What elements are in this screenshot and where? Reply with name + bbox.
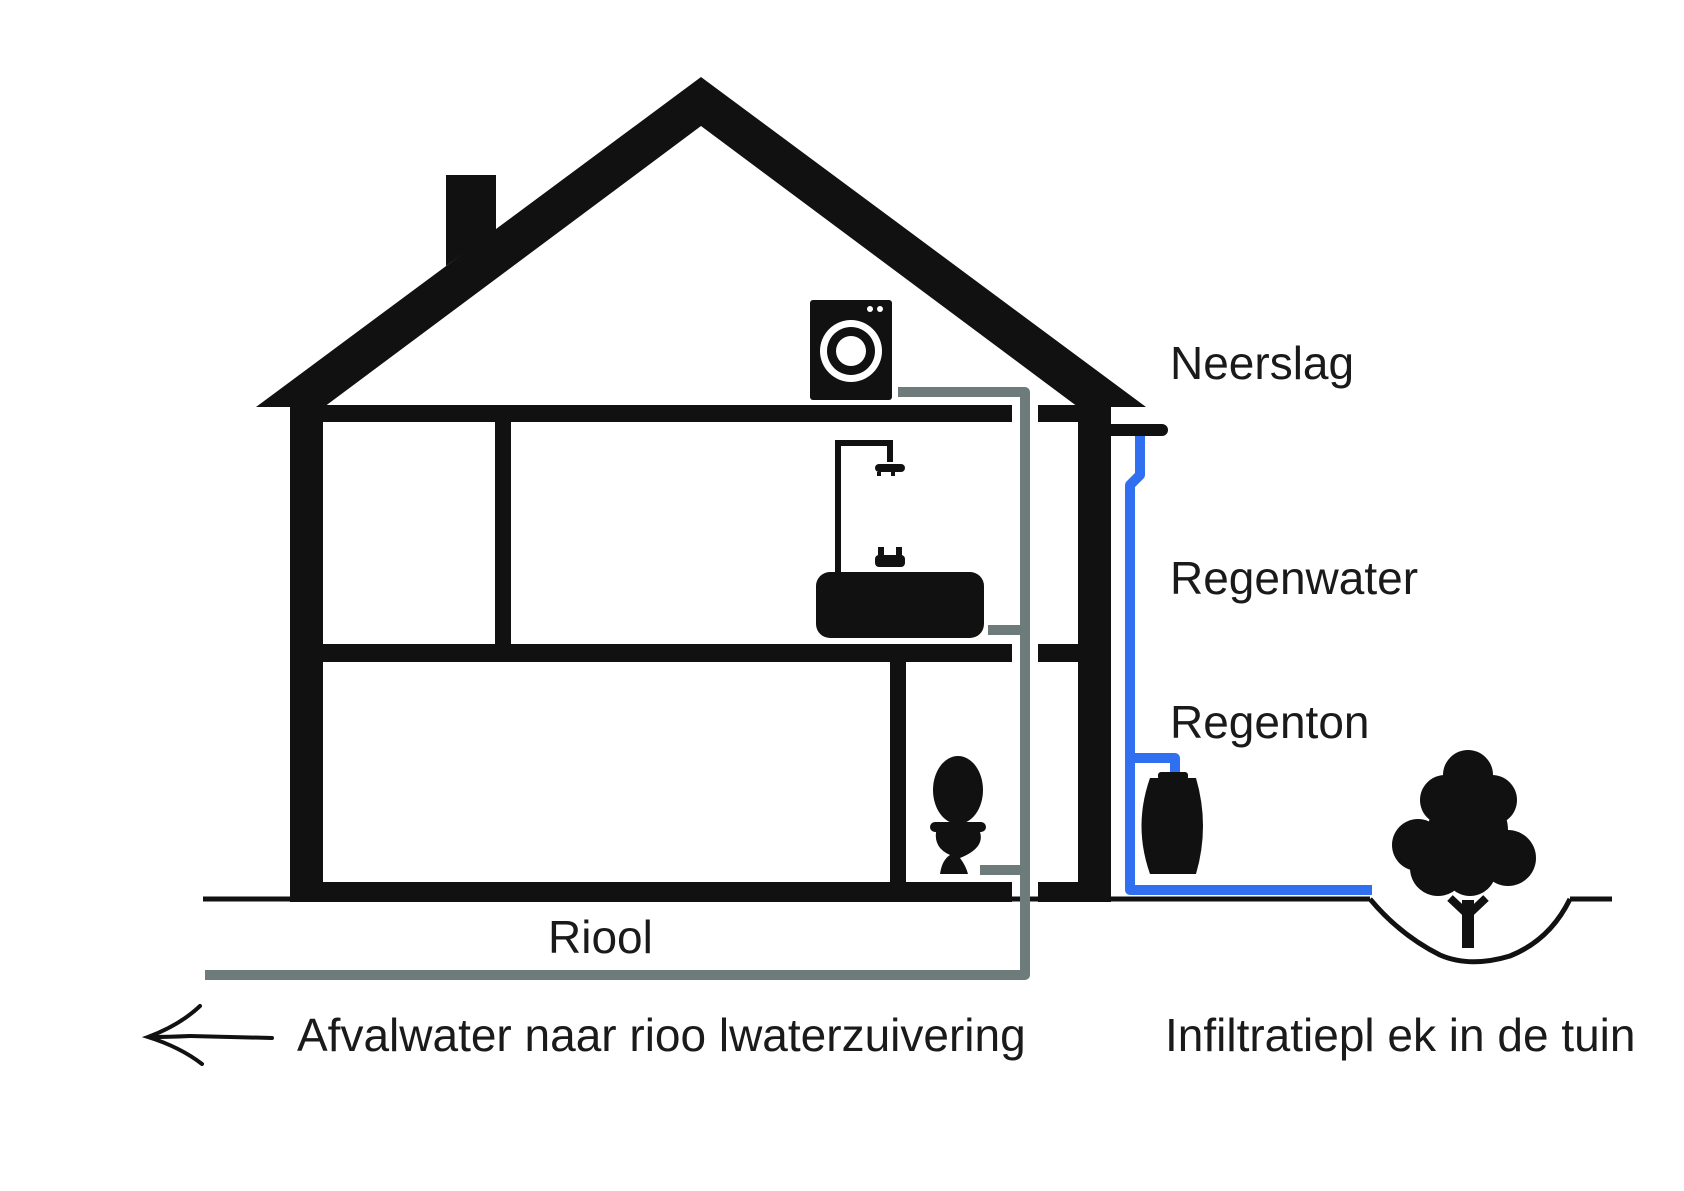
- rain-barrel-label: Regenton: [1170, 696, 1370, 748]
- shower-icon: [835, 440, 905, 575]
- middle-floor-right: [1038, 644, 1111, 662]
- roof: [256, 77, 1146, 407]
- infiltration-basin: [1368, 897, 1573, 965]
- house-structure: [256, 77, 1146, 902]
- upper-ceiling: [290, 405, 1012, 422]
- sewer-pipe: [205, 387, 1030, 980]
- bathtub-icon: [816, 547, 984, 638]
- rain-barrel-icon: [1141, 772, 1203, 874]
- arrow-left-icon: [141, 1004, 274, 1066]
- upper-interior-wall: [495, 420, 511, 646]
- tree-icon: [1392, 750, 1536, 948]
- barrel-feed: [1130, 753, 1180, 778]
- downspout: [1125, 430, 1372, 895]
- infiltration-label: Infiltratiepl ek in de tuin: [1165, 1009, 1636, 1061]
- toilet-icon: [930, 756, 986, 874]
- washing-machine-icon: [810, 300, 892, 400]
- rainwater-label: Regenwater: [1170, 552, 1418, 604]
- sewer-label: Riool: [548, 911, 653, 963]
- wastewater-label: Afvalwater naar rioo lwaterzuivering: [297, 1009, 1026, 1061]
- upper-ceiling-right: [1038, 405, 1111, 422]
- middle-floor: [290, 644, 1012, 662]
- rainwater-pipes: [1125, 430, 1372, 895]
- precipitation-label: Neerslag: [1170, 337, 1354, 389]
- ground: [203, 896, 1612, 965]
- wastewater-pipes: [205, 387, 1030, 980]
- chimney: [446, 175, 496, 266]
- lower-interior-wall: [890, 660, 906, 884]
